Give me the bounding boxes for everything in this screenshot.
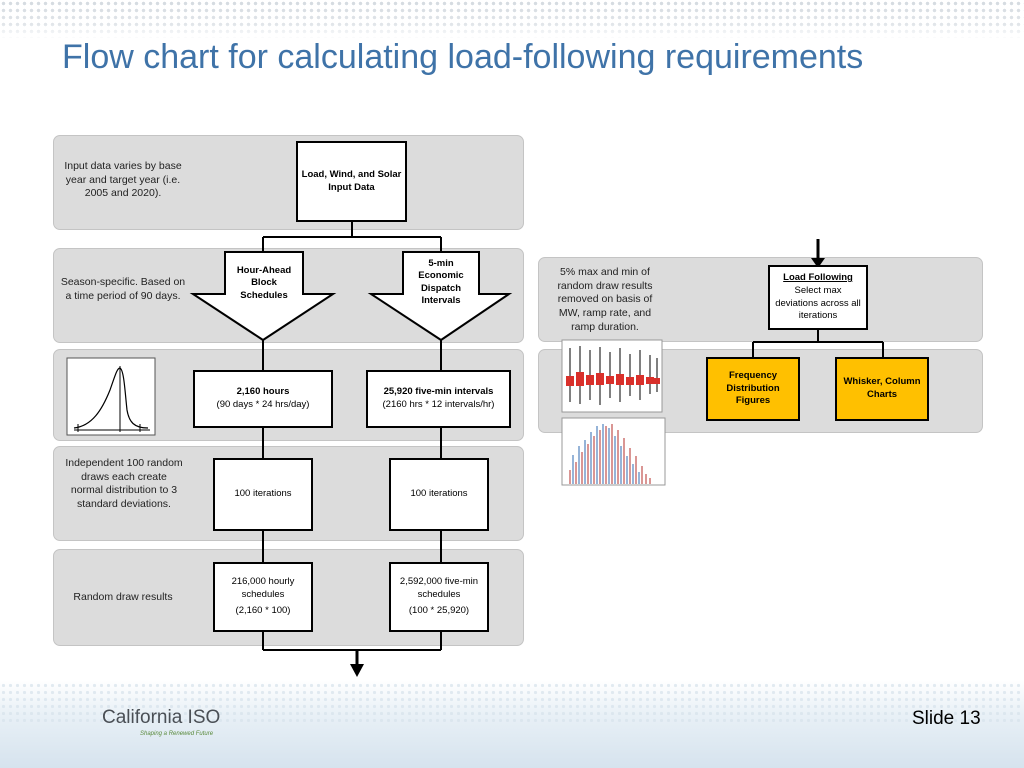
band-note-iterations: Independent 100 random draws each create… [65,457,183,510]
five-min-results-detail: (100 * 25,920) [408,604,470,616]
footer-dot-pattern [0,682,1024,722]
five-min-arrow-shape [367,251,513,342]
five-min-label: 5-min Economic Dispatch Intervals [418,258,464,307]
slide-number: Slide 13 [912,708,981,729]
hourly-results-detail: (2,160 * 100) [235,604,291,616]
hourly-results-box: 216,000 hourly schedules (2,160 * 100) [213,562,313,632]
iterations-left-label: 100 iterations [234,488,292,500]
band-input [53,135,524,230]
five-min-results-box: 2,592,000 five-min schedules (100 * 25,9… [389,562,489,632]
five-min-results-title: 2,592,000 five-min schedules [399,576,479,601]
whisker-column-box: Whisker, Column Charts [835,357,929,421]
input-data-label: Load, Wind, and Solar Input Data [301,168,402,193]
band-note-results: Random draw results [73,591,173,603]
logo-name: California ISO [102,707,221,728]
intervals-title: 25,920 five-min intervals [383,386,494,398]
hour-ahead-arrow-shape [189,251,337,342]
hourly-results-title: 216,000 hourly schedules [231,576,295,601]
slide-title: Flow chart for calculating load-followin… [62,38,864,76]
band-right-top [538,257,983,342]
iterations-right-label: 100 iterations [410,488,468,500]
hours-title: 2,160 hours [236,386,290,398]
frequency-distribution-label: Frequency Distribution Figures [726,369,780,407]
whisker-chart-thumbnail [561,339,663,413]
load-following-title: Load Following [783,271,853,283]
band-note-season: Season-specific. Based on a time period … [60,276,186,302]
right-note: 5% max and min of random draw results re… [557,266,653,333]
hours-box: 2,160 hours (90 days * 24 hrs/day) [193,370,333,428]
iterations-box-right: 100 iterations [389,458,489,531]
intervals-box: 25,920 five-min intervals (2160 hrs * 12… [366,370,511,428]
iterations-box-left: 100 iterations [213,458,313,531]
intervals-detail: (2160 hrs * 12 intervals/hr) [382,399,495,410]
frequency-distribution-box: Frequency Distribution Figures [706,357,800,421]
hour-ahead-label: Hour-Ahead Block Schedules [236,265,292,301]
logo-tagline: Shaping a Renewed Future [140,731,214,737]
input-data-box: Load, Wind, and Solar Input Data [296,141,407,222]
load-following-box: Load Following Select max deviations acr… [768,265,868,330]
band-note-input: Input data varies by base year and targe… [64,160,182,200]
distribution-thumbnail [66,357,156,436]
header-fade [0,0,1024,40]
histogram-thumbnail [561,417,666,486]
load-following-detail: Select max deviations across all iterati… [775,284,861,322]
hours-detail: (90 days * 24 hrs/day) [216,399,310,410]
whisker-column-label: Whisker, Column Charts [843,376,921,400]
